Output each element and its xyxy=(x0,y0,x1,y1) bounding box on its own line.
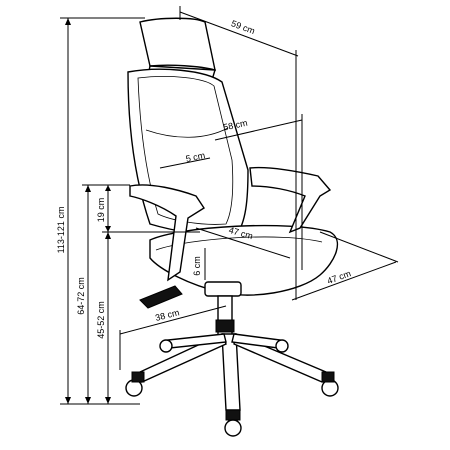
backrest-pad xyxy=(137,76,234,225)
label-seat-depth: 47 cm xyxy=(326,268,352,286)
caster-back-left xyxy=(159,339,173,353)
label-seat-height: 64-72 cm xyxy=(76,277,86,315)
caster-right xyxy=(321,371,339,397)
dimension-lines xyxy=(60,6,399,405)
caster-back-right xyxy=(275,339,289,353)
seat-mechanism xyxy=(204,281,242,297)
right-armrest xyxy=(249,166,332,234)
chair-illustration xyxy=(125,17,339,437)
tilt-lever xyxy=(139,285,183,309)
seat-cushion xyxy=(149,224,339,296)
label-base-radius: 38 cm xyxy=(154,307,180,323)
headrest xyxy=(139,17,216,71)
cylinder-cover xyxy=(215,319,235,333)
lumbar-seam xyxy=(145,127,229,138)
caster-front xyxy=(224,409,242,437)
seat-edge xyxy=(155,236,323,251)
label-back-width: 59 cm xyxy=(230,18,256,36)
label-seat-thickness: 6 cm xyxy=(192,256,202,276)
label-back-width-lower: 58 cm xyxy=(222,118,248,133)
label-overall-height: 113-121 cm xyxy=(56,207,66,254)
caster-left xyxy=(125,371,145,397)
left-armrest xyxy=(129,184,205,282)
label-seat-to-floor: 45-52 cm xyxy=(96,301,106,339)
label-armrest-height: 19 cm xyxy=(96,198,106,223)
label-back-frame: 5 cm xyxy=(185,150,206,164)
